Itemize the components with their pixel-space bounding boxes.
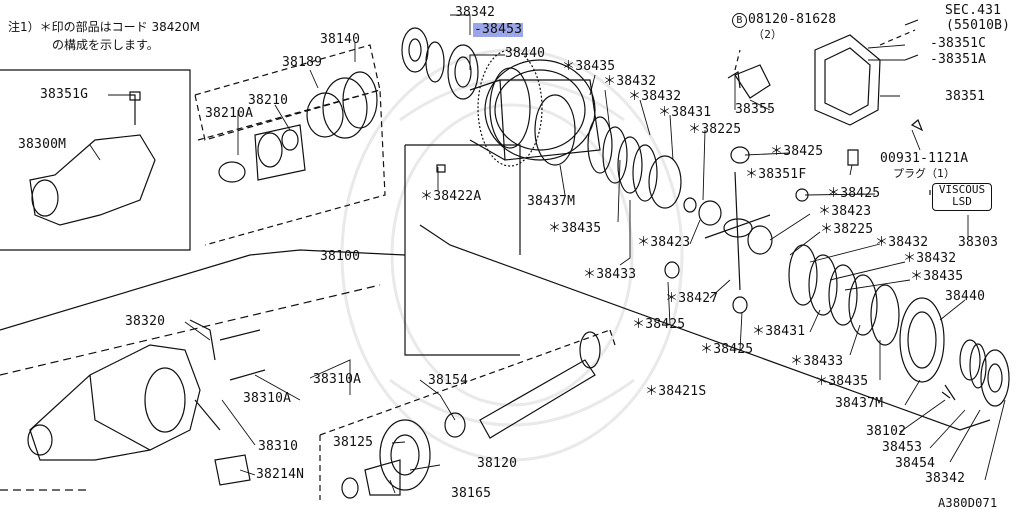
part-label-38100[interactable]: 38100 [320, 249, 361, 264]
clutch-discs-upper [587, 116, 697, 213]
bolt-callout-part: 08120-81628 [748, 12, 837, 27]
part-label-38425-b[interactable]: ＊38425 [827, 186, 881, 201]
part-label-38423-b[interactable]: ＊38423 [818, 204, 872, 219]
part-label-38214N[interactable]: 38214N [256, 467, 305, 482]
bolt-callout-qty: （2） [753, 28, 783, 41]
part-label-38432-a[interactable]: ＊38432 [603, 74, 657, 89]
part-label-38225-a[interactable]: ＊38225 [688, 122, 742, 137]
part-label-38432-c[interactable]: ＊38432 [875, 235, 929, 250]
viscous-lsd-box: VISCOUS LSD [932, 183, 992, 211]
housing-inset-drawing [29, 94, 156, 226]
part-label-38437M-a[interactable]: 38437M [527, 194, 576, 209]
part-label-38351C[interactable]: -38351C [930, 36, 987, 51]
parts-note-line2: の構成を示します。 [52, 38, 159, 52]
parts-note-line1: 注1）＊印の部品はコード 38420M [8, 20, 200, 34]
pinion-assembly-outline [194, 44, 386, 246]
plug-desc: プラグ（1） [893, 167, 955, 180]
part-label-38351F[interactable]: ＊38351F [745, 167, 807, 182]
part-label-38303[interactable]: 38303 [958, 235, 999, 250]
part-label-38425-a[interactable]: ＊38425 [770, 144, 824, 159]
part-label-38435-a[interactable]: ＊38435 [562, 59, 616, 74]
housing-inset-box [0, 69, 191, 251]
part-label-38351A[interactable]: -38351A [930, 52, 987, 67]
lower-housing-drawing [27, 319, 266, 486]
part-label-38440-right[interactable]: 38440 [945, 289, 986, 304]
part-label-38421S[interactable]: ＊38421S [645, 384, 707, 399]
viscous-leader [734, 29, 916, 71]
viscous-lsd-line1: VISCOUS [938, 183, 986, 196]
part-label-38437M-b[interactable]: 38437M [835, 396, 884, 411]
part-label-38342-top[interactable]: 38342 [455, 5, 496, 20]
part-label-38165[interactable]: 38165 [451, 486, 492, 501]
part-label-38120[interactable]: 38120 [477, 456, 518, 471]
part-label-38453-highlighted[interactable]: -38453 [473, 22, 524, 37]
sec-ref-line1[interactable]: SEC.431 [945, 3, 1002, 18]
part-label-38189[interactable]: 38189 [282, 55, 323, 70]
part-label-38425-c[interactable]: ＊38425 [632, 317, 686, 332]
part-label-38225-b[interactable]: ＊38225 [820, 222, 874, 237]
shaft-dashed-frame [319, 329, 616, 500]
part-label-38140[interactable]: 38140 [320, 32, 361, 47]
sec-ref-line2[interactable]: (55010B) [946, 18, 1011, 33]
diagram-code: A380D071 [938, 496, 998, 510]
part-label-38310[interactable]: 38310 [258, 439, 299, 454]
part-label-38454[interactable]: 38454 [895, 456, 936, 471]
part-label-38310A-b[interactable]: 38310A [243, 391, 292, 406]
part-label-38154[interactable]: 38154 [428, 373, 469, 388]
pinion-assembly-drawing [218, 71, 378, 183]
part-label-38423-a[interactable]: ＊38423 [637, 235, 691, 250]
part-label-38300M[interactable]: 38300M [18, 137, 67, 152]
part-label-38432-d[interactable]: ＊38432 [903, 251, 957, 266]
part-label-38310A-a[interactable]: 38310A [313, 372, 362, 387]
bolts [129, 91, 956, 401]
part-label-38422A[interactable]: ＊38422A [420, 189, 482, 204]
viscous-lsd-line2: LSD [952, 195, 972, 208]
diff-carrier-drawing [469, 59, 601, 166]
part-label-38320[interactable]: 38320 [125, 314, 166, 329]
ring-gear-drawing [477, 49, 543, 167]
part-label-38453-right[interactable]: 38453 [882, 440, 923, 455]
part-label-38210A[interactable]: 38210A [205, 106, 254, 121]
boundary-lines [0, 144, 991, 431]
rear-cover-drawing [727, 19, 924, 166]
plug-part-label[interactable]: 00931-1121A [880, 151, 969, 166]
part-label-38210[interactable]: 38210 [248, 93, 289, 108]
part-label-38342-right[interactable]: 38342 [925, 471, 966, 486]
drive-pinion-drawing [341, 331, 601, 499]
part-label-38427[interactable]: ＊38427 [665, 291, 719, 306]
part-label-38355[interactable]: 38355 [735, 102, 776, 117]
part-label-38433-a[interactable]: ＊38433 [583, 267, 637, 282]
lower-left-boundary [0, 284, 381, 491]
part-label-38431-a[interactable]: ＊38431 [658, 105, 712, 120]
clutch-discs-lower [788, 244, 1010, 407]
part-label-38431-b[interactable]: ＊38431 [752, 324, 806, 339]
part-label-38102[interactable]: 38102 [866, 424, 907, 439]
part-label-38351G[interactable]: 38351G [40, 87, 89, 102]
part-label-38435-b[interactable]: ＊38435 [548, 221, 602, 236]
leader-lines [89, 14, 1006, 494]
part-label-38425-d[interactable]: ＊38425 [700, 342, 754, 357]
part-label-38125[interactable]: 38125 [333, 435, 374, 450]
part-label-38351[interactable]: 38351 [945, 89, 986, 104]
part-label-38432-b[interactable]: ＊38432 [628, 89, 682, 104]
part-label-38435-c[interactable]: ＊38435 [910, 269, 964, 284]
part-label-38433-b[interactable]: ＊38433 [790, 354, 844, 369]
part-label-38440-top[interactable]: 38440 [505, 46, 546, 61]
top-bearing-stack [401, 27, 479, 100]
part-label-38435-d[interactable]: ＊38435 [815, 374, 869, 389]
bolt-circle-marker: B [732, 13, 747, 28]
